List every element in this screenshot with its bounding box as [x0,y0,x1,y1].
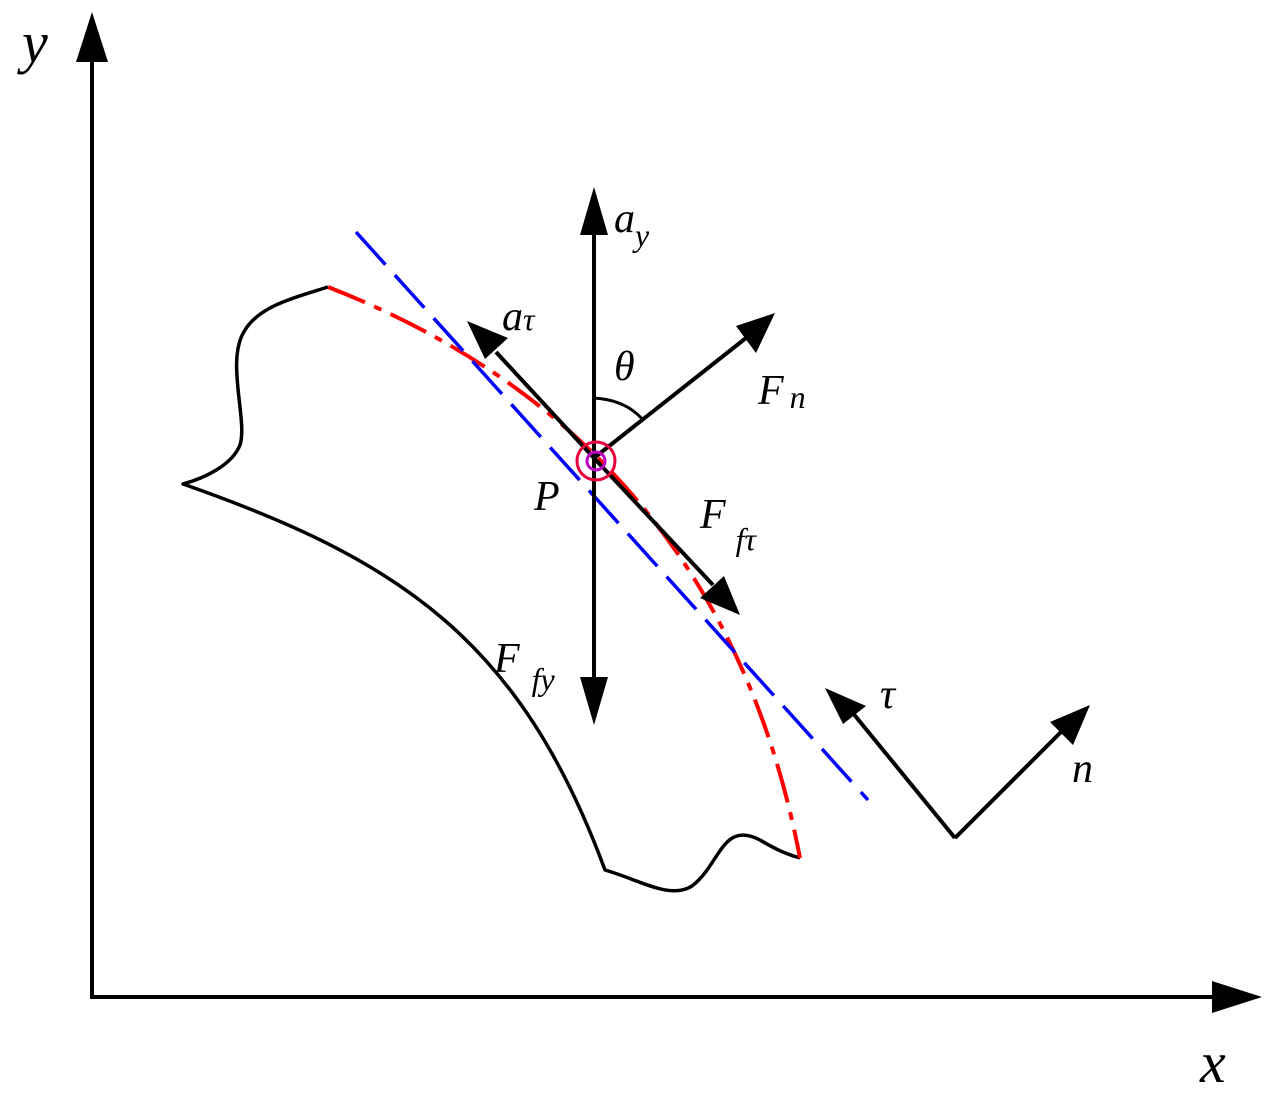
y-axis-label: y [17,10,48,75]
f-n-label-main: F [757,368,784,414]
y-axis-arrowhead [76,12,108,62]
contact-point-outer-ring [575,440,617,482]
f-n-label-sub: n [790,379,806,415]
f-ftau-label-sub: fτ [736,521,758,557]
n-axis-label: n [1072,746,1093,792]
a-tau-vector [494,350,596,460]
f-n-vector [592,336,748,460]
theta-label: θ [614,344,635,390]
a-y-arrowhead [580,187,608,235]
n-axis-line [953,728,1065,840]
contact-point-marker [575,440,617,482]
f-n-vector-group [592,313,775,460]
tau-axis-arrowhead [825,688,866,724]
point-p-label: P [533,474,560,520]
f-ftau-vector-group [592,456,740,615]
local-frame [825,688,1090,840]
contact-point-inner-ring [585,450,607,472]
f-fy-arrowhead [580,677,608,725]
f-fy-label-main: F [493,636,520,682]
a-y-label-sub: y [632,217,650,253]
tangent-line [354,230,870,802]
f-ftau-label-main: F [699,492,726,538]
f-n-arrowhead [736,313,775,353]
f-ftau-label: Ffτ [699,492,758,557]
vertical-vectors [580,187,608,725]
a-tau-vector-group [467,321,596,460]
body-outline [181,285,801,893]
tau-axis-line [850,710,957,840]
a-tau-label: aτ [502,294,536,340]
f-ftau-vector [592,456,715,587]
n-axis-arrowhead [1050,705,1090,745]
x-axis-label: x [1199,1030,1226,1095]
a-tau-arrowhead [467,321,508,359]
tau-axis-label: τ [880,672,897,718]
a-tau-label-sub: τ [523,301,536,337]
x-axis-arrowhead [1212,981,1262,1013]
a-y-label-main: a [614,196,635,242]
theta-arc [593,396,645,421]
coordinate-axes [76,12,1262,1013]
a-y-label: ay [614,196,650,253]
f-fy-label-sub: fy [532,661,556,697]
f-ftau-arrowhead [700,576,740,615]
a-tau-label-main: a [502,294,523,340]
